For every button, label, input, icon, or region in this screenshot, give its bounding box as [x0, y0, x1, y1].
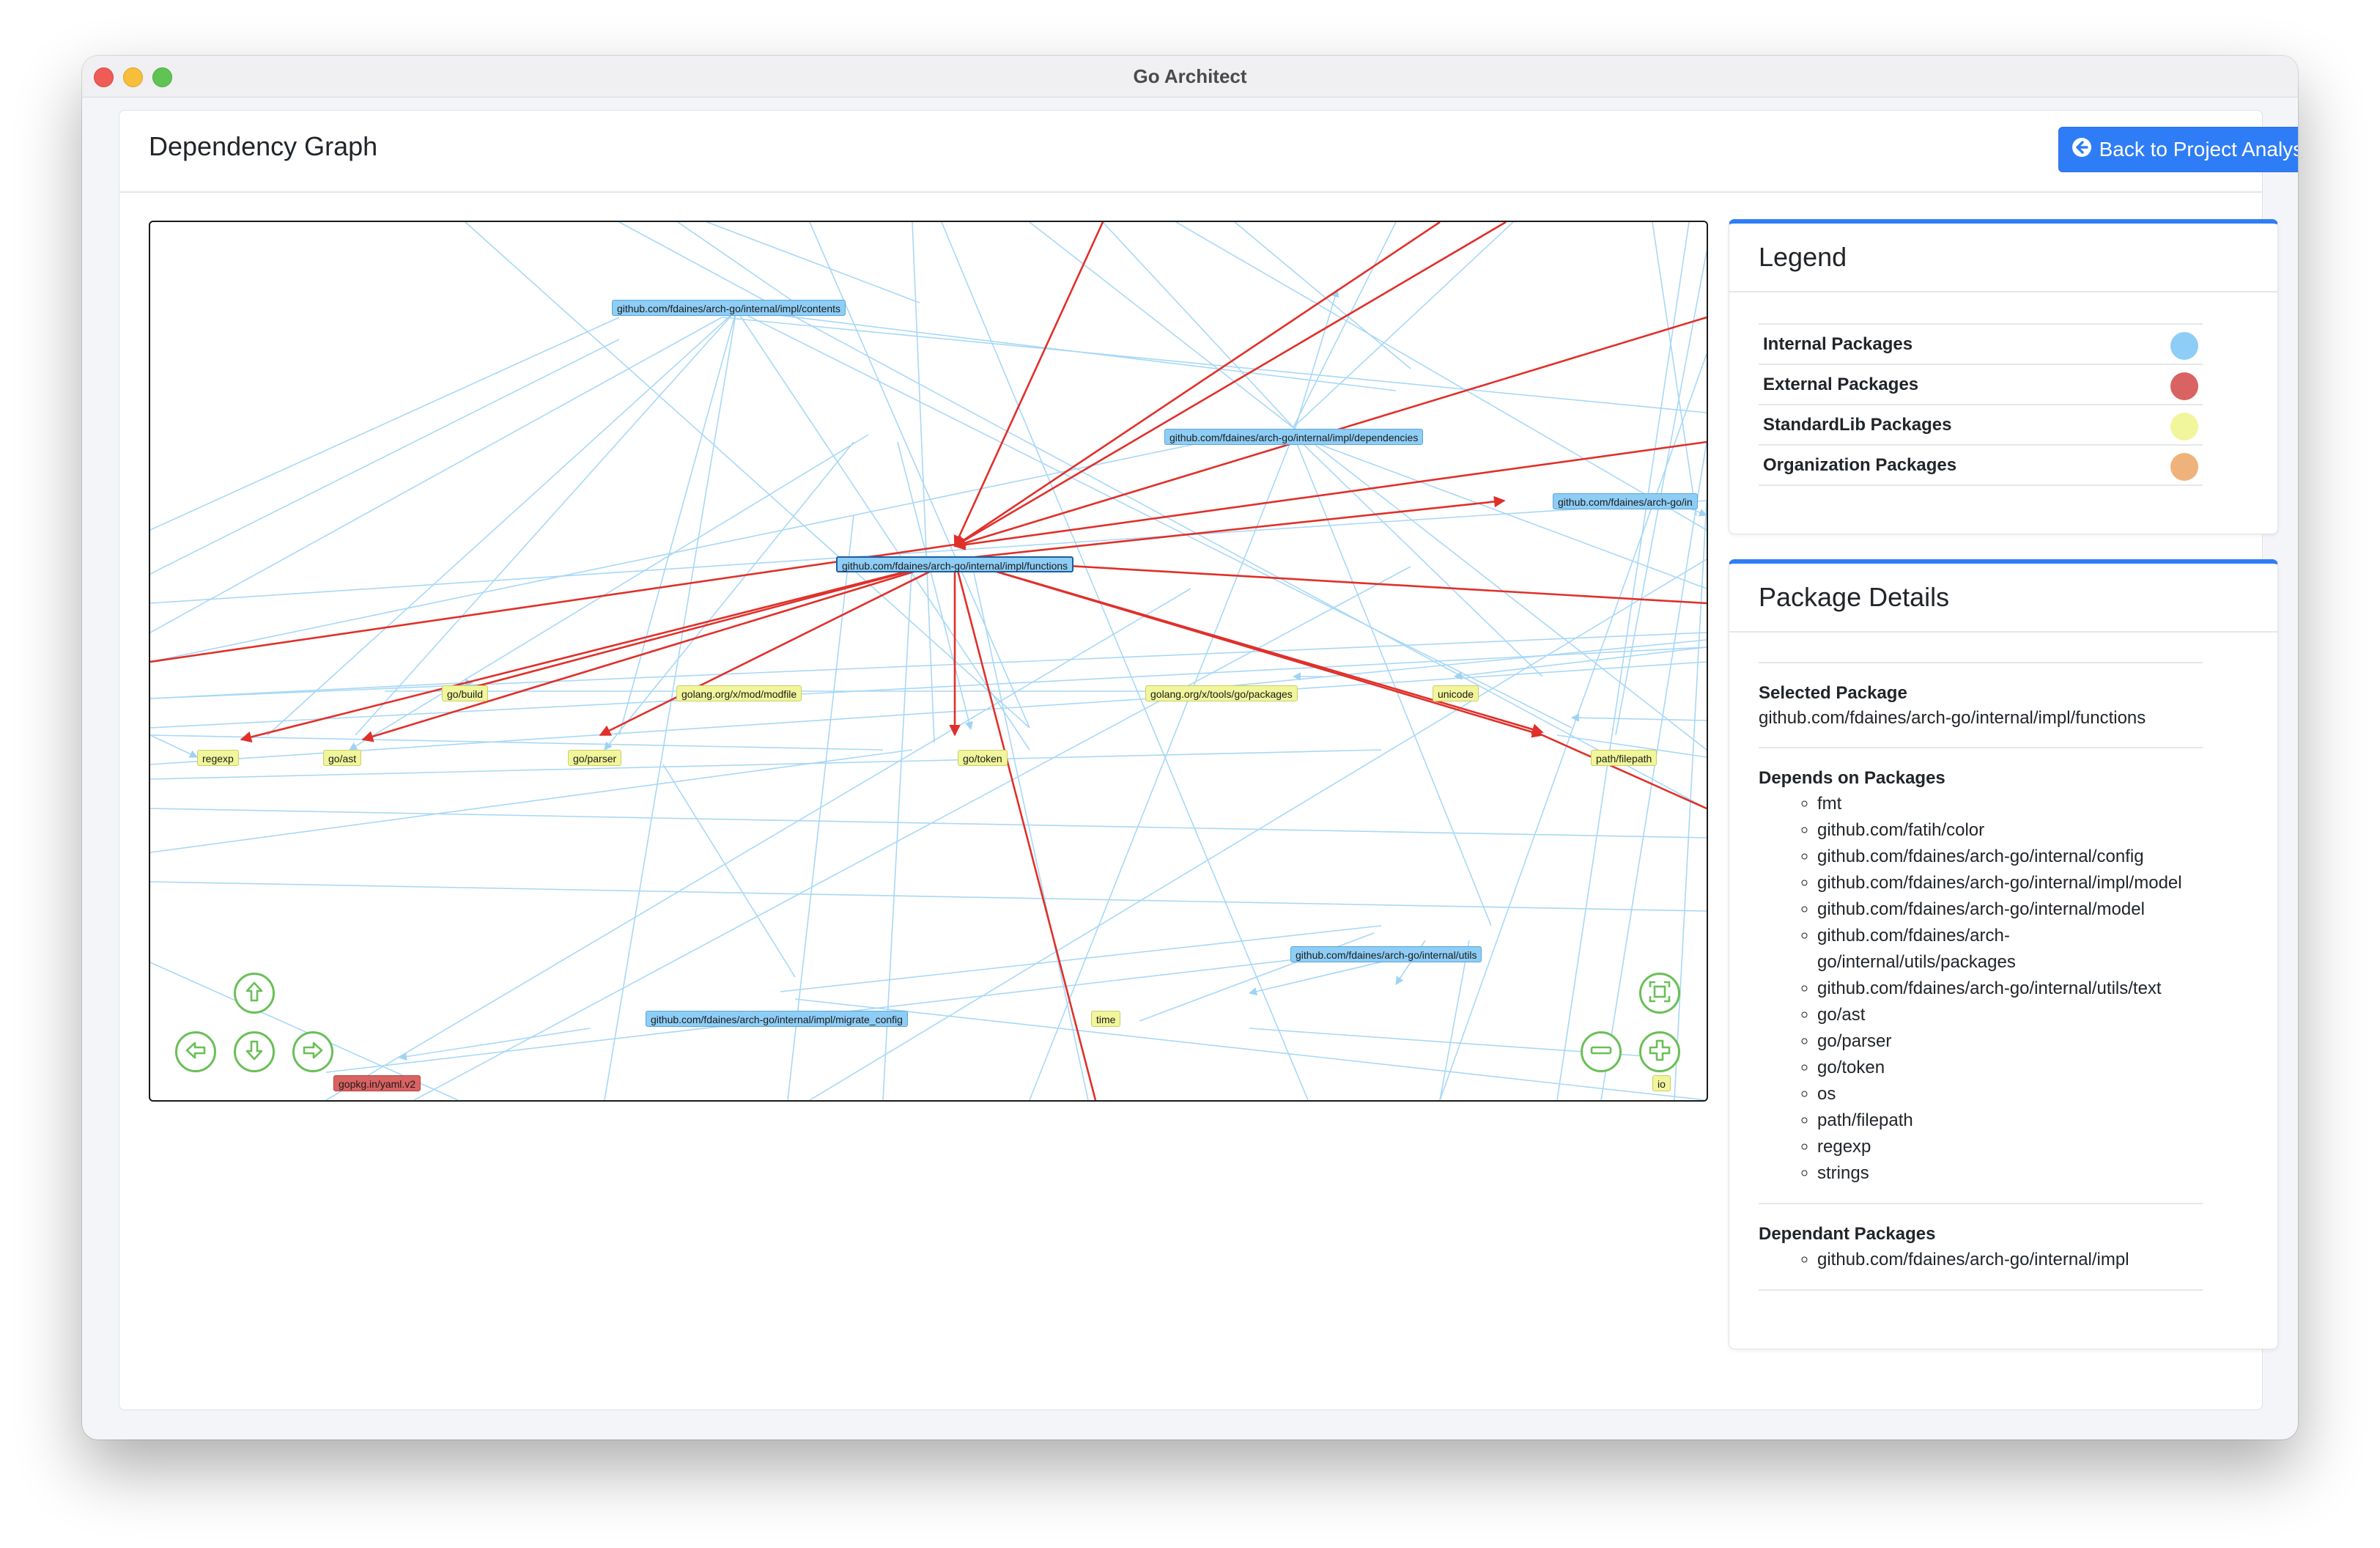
pan-up-button[interactable]	[234, 973, 275, 1014]
main-card: Dependency Graph Back to Project Analysi…	[119, 110, 2298, 1410]
list-item: go/token	[1817, 1055, 2203, 1081]
pan-left-button[interactable]	[175, 1031, 216, 1072]
zoom-in-button[interactable]	[1639, 1031, 1680, 1072]
package-details-title: Package Details	[1729, 564, 2277, 633]
list-item: github.com/fdaines/arch-go/internal/mode…	[1817, 896, 2203, 923]
page-title: Dependency Graph	[149, 131, 378, 161]
legend-label: Organization Packages	[1763, 454, 1957, 475]
graph-node[interactable]: io	[1652, 1075, 1671, 1091]
app-window: Go Architect Dependency Graph Back to Pr…	[82, 56, 2298, 1440]
pan-right-button[interactable]	[292, 1031, 333, 1072]
list-item: strings	[1817, 1160, 2203, 1187]
list-item: go/ast	[1817, 1002, 2203, 1028]
graph-node[interactable]: unicode	[1433, 685, 1479, 701]
package-details-panel: Package Details Selected Package github.…	[1729, 559, 2278, 1349]
legend-table: Internal Packages External Packages Stan…	[1759, 323, 2203, 486]
pan-down-button[interactable]	[234, 1031, 275, 1072]
depends-on-list: fmt github.com/fatih/color github.com/fd…	[1759, 791, 2203, 1187]
divider	[1759, 1203, 2203, 1204]
title-bar: Go Architect	[82, 56, 2298, 97]
legend-label: StandardLib Packages	[1763, 414, 1952, 435]
list-item: github.com/fdaines/arch-go/internal/util…	[1817, 976, 2203, 1002]
legend-label: External Packages	[1763, 374, 1919, 394]
dependants-section: Dependant Packages github.com/fdaines/ar…	[1759, 1204, 2203, 1289]
selected-package-value: github.com/fdaines/arch-go/internal/impl…	[1759, 708, 2146, 728]
graph-node[interactable]: go/parser	[568, 750, 622, 766]
list-item: os	[1817, 1081, 2203, 1107]
graph-node-selected[interactable]: github.com/fdaines/arch-go/internal/impl…	[836, 556, 1074, 572]
dependency-graph-canvas[interactable]: github.com/fdaines/arch-go/internal/impl…	[149, 221, 1708, 1102]
legend-label: Internal Packages	[1763, 333, 1913, 354]
graph-node[interactable]: path/filepath	[1591, 750, 1658, 766]
circle-arrow-left-icon	[2072, 137, 2092, 163]
fit-to-screen-button[interactable]	[1639, 973, 1680, 1014]
graph-node[interactable]: golang.org/x/mod/modfile	[676, 685, 802, 701]
arrow-up-icon	[243, 980, 266, 1007]
arrow-left-icon	[184, 1039, 207, 1066]
legend-swatch-organization	[2170, 453, 2198, 481]
legend-row-external: External Packages	[1759, 364, 2203, 404]
divider	[1759, 747, 2203, 748]
depends-on-label: Depends on Packages	[1759, 768, 1945, 788]
graph-node[interactable]: time	[1091, 1011, 1121, 1027]
legend-panel: Legend Internal Packages External Packag…	[1729, 219, 2278, 534]
arrow-right-icon	[301, 1039, 325, 1066]
list-item: fmt	[1817, 791, 2203, 817]
legend-swatch-standardlib	[2170, 413, 2198, 441]
back-to-project-analysis-button[interactable]: Back to Project Analysis	[2058, 127, 2298, 172]
divider	[1759, 662, 2203, 663]
minimize-window-button[interactable]	[123, 67, 143, 87]
divider	[1759, 1289, 2203, 1291]
zoom-in-icon	[1647, 1038, 1672, 1066]
list-item: github.com/fdaines/arch-go/internal/conf…	[1817, 844, 2203, 870]
graph-node[interactable]: golang.org/x/tools/go/packages	[1145, 685, 1298, 701]
graph-node[interactable]: regexp	[197, 750, 239, 766]
graph-node[interactable]: gopkg.in/yaml.v2	[333, 1075, 421, 1091]
graph-node[interactable]: github.com/fdaines/arch-go/in	[1553, 493, 1698, 509]
back-button-label: Back to Project Analysis	[2099, 138, 2298, 161]
legend-row-internal: Internal Packages	[1759, 323, 2203, 364]
list-item: github.com/fdaines/arch-go/internal/impl	[1817, 1247, 2203, 1273]
list-item: regexp	[1817, 1134, 2203, 1160]
list-item: github.com/fdaines/arch-go/internal/impl…	[1817, 870, 2203, 896]
legend-swatch-external	[2170, 372, 2198, 400]
legend-row-standardlib: StandardLib Packages	[1759, 404, 2203, 444]
graph-node[interactable]: github.com/fdaines/arch-go/internal/impl…	[646, 1011, 908, 1027]
fit-screen-icon	[1648, 980, 1671, 1007]
graph-node[interactable]: go/build	[442, 685, 489, 701]
list-item: github.com/fdaines/arch-go/internal/util…	[1817, 923, 2203, 976]
close-window-button[interactable]	[94, 67, 114, 87]
selected-package-section: Selected Package github.com/fdaines/arch…	[1759, 663, 2203, 747]
card-header: Dependency Graph Back to Project Analysi…	[119, 111, 2298, 193]
legend-row-organization: Organization Packages	[1759, 444, 2203, 486]
graph-node[interactable]: github.com/fdaines/arch-go/internal/util…	[1290, 946, 1482, 962]
package-details-body: Selected Package github.com/fdaines/arch…	[1759, 662, 2203, 1291]
graph-node[interactable]: github.com/fdaines/arch-go/internal/impl…	[612, 300, 846, 316]
legend-title: Legend	[1729, 224, 2277, 292]
arrow-down-icon	[243, 1039, 266, 1066]
zoom-out-button[interactable]	[1581, 1031, 1622, 1072]
window-title: Go Architect	[1133, 65, 1247, 87]
graph-edges	[150, 222, 1707, 1100]
graph-node[interactable]: github.com/fdaines/arch-go/internal/impl…	[1164, 429, 1424, 445]
zoom-out-icon	[1589, 1038, 1614, 1066]
depends-on-section: Depends on Packages fmt github.com/fatih…	[1759, 748, 2203, 1203]
dependants-list: github.com/fdaines/arch-go/internal/impl	[1759, 1247, 2203, 1273]
list-item: path/filepath	[1817, 1107, 2203, 1134]
graph-node[interactable]: go/token	[958, 750, 1008, 766]
list-item: go/parser	[1817, 1028, 2203, 1055]
selected-package-label: Selected Package	[1759, 683, 1907, 703]
graph-node[interactable]: go/ast	[323, 750, 362, 766]
legend-swatch-internal	[2170, 332, 2198, 360]
list-item: github.com/fatih/color	[1817, 817, 2203, 844]
dependants-label: Dependant Packages	[1759, 1224, 1936, 1244]
zoom-window-button[interactable]	[152, 67, 172, 87]
